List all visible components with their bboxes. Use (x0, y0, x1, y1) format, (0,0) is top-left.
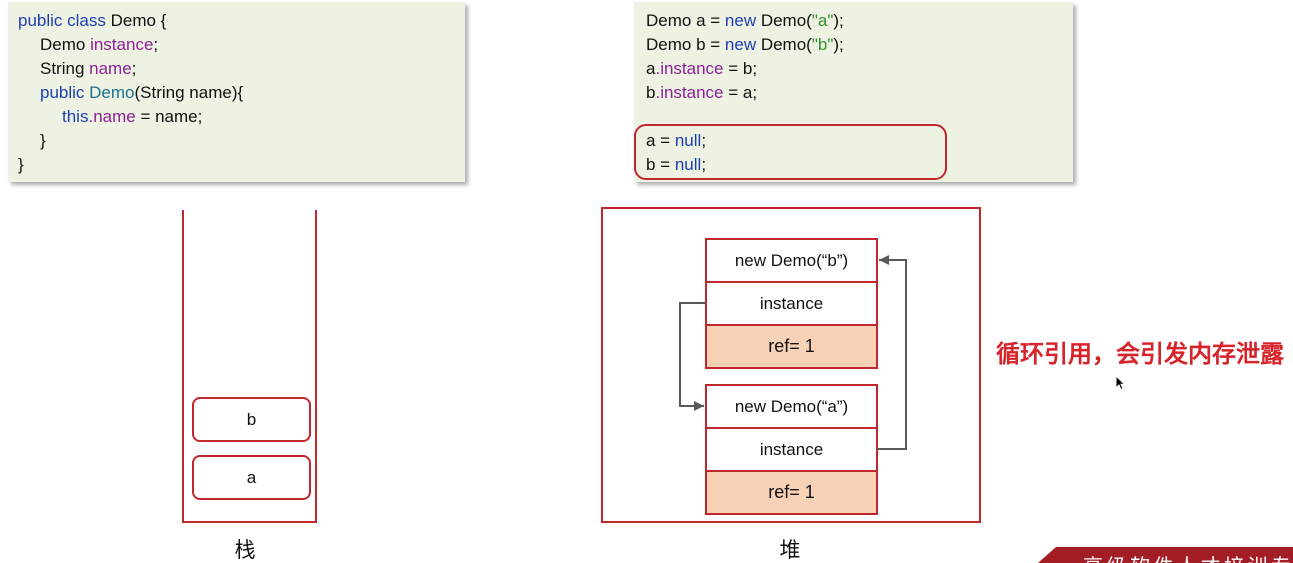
code-line: b = null; (646, 153, 1073, 177)
object-header: new Demo(“b”) (707, 240, 876, 281)
memory-leak-callout: 循环引用，会引发内存泄露 (996, 341, 1284, 368)
code-line: Demo instance; (18, 33, 465, 57)
code-text: b (646, 83, 656, 102)
code-text: Demo a = (646, 11, 725, 30)
code-field: .instance (655, 83, 724, 102)
stack-label: 栈 (234, 539, 256, 562)
code-text: a (646, 59, 656, 78)
code-field: .instance (655, 59, 724, 78)
code-keyword: public (40, 83, 90, 102)
code-field: name (89, 59, 132, 78)
stack-container: b a (182, 210, 317, 523)
code-field: .name (88, 107, 136, 126)
code-keyword: new (724, 35, 757, 54)
code-text: } (40, 131, 46, 150)
code-text: ); (833, 11, 844, 30)
code-line: b.instance = a; (646, 81, 1073, 105)
code-text: ; (131, 59, 137, 78)
code-text: } (18, 155, 24, 174)
code-line: this.name = name; (18, 105, 465, 129)
heap-container: new Demo(“b”) instance ref= 1 new Demo(“… (601, 207, 981, 523)
code-text: ; (701, 155, 707, 174)
code-text: Demo( (756, 11, 812, 30)
code-field: instance (90, 35, 154, 54)
code-line: public Demo(String name){ (18, 81, 465, 105)
code-keyword: this (62, 107, 89, 126)
stack-slot-a: a (192, 455, 311, 500)
code-line: public class Demo { (18, 9, 465, 33)
null-assignment-highlight (634, 124, 947, 180)
code-line: a.instance = b; (646, 57, 1073, 81)
code-line: Demo a = new Demo("a"); (646, 9, 1073, 33)
code-keyword: new (724, 11, 757, 30)
code-text: String (40, 59, 90, 78)
code-text: b = (646, 155, 675, 174)
code-string: "b" (811, 35, 834, 54)
mouse-pointer-icon (1115, 375, 1126, 391)
code-text: ); (833, 35, 844, 54)
code-text: = a; (723, 83, 758, 102)
code-line: } (18, 129, 465, 153)
code-text: = b; (723, 59, 758, 78)
code-keyword: null (674, 155, 702, 174)
code-text: ; (153, 35, 159, 54)
code-line: } (18, 153, 465, 177)
class-definition-code: public class Demo { Demo instance; Strin… (8, 2, 465, 182)
object-ref-count: ref= 1 (707, 470, 876, 513)
code-text: Demo { (105, 11, 167, 30)
code-text: Demo b = (646, 35, 725, 54)
object-ref-count: ref= 1 (707, 324, 876, 367)
code-text: Demo( (756, 35, 812, 54)
object-field-instance: instance (707, 427, 876, 470)
code-line: Demo b = new Demo("b"); (646, 33, 1073, 57)
heap-object-a: new Demo(“a”) instance ref= 1 (705, 384, 878, 515)
object-field-instance: instance (707, 281, 876, 324)
code-keyword: null (674, 131, 702, 150)
code-line: String name; (18, 57, 465, 81)
footer-banner: 高级软件人才培训专 (1038, 547, 1293, 563)
code-text: a = (646, 131, 675, 150)
heap-label: 堆 (779, 539, 801, 562)
code-string: "a" (811, 11, 834, 30)
code-text: (String name){ (134, 83, 244, 102)
code-text: ; (701, 131, 707, 150)
object-header: new Demo(“a”) (707, 386, 876, 427)
code-constructor: Demo (89, 83, 135, 102)
code-text: Demo (40, 35, 91, 54)
code-line: a = null; (646, 129, 1073, 153)
code-keyword: public class (18, 11, 106, 30)
code-text: = name; (135, 107, 203, 126)
footer-banner-text: 高级软件人才培训专 (1083, 550, 1293, 563)
stack-slot-b: b (192, 397, 311, 442)
usage-code: Demo a = new Demo("a"); Demo b = new Dem… (634, 2, 1073, 182)
heap-object-b: new Demo(“b”) instance ref= 1 (705, 238, 878, 369)
